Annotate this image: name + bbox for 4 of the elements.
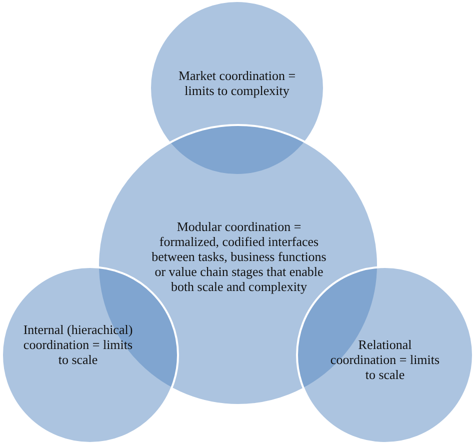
circle-label: Market coordination = limits to complexity — [177, 68, 297, 98]
circle-label: Internal (hierachical) coordination = limits to scale — [22, 322, 134, 367]
circle-label: Relational coordination = limits to scale — [330, 337, 440, 382]
circle-label: Modular coordination = formalized, codified interfaces between tasks, business functions or value chain stages that enable both scale and complexity — [150, 219, 328, 294]
